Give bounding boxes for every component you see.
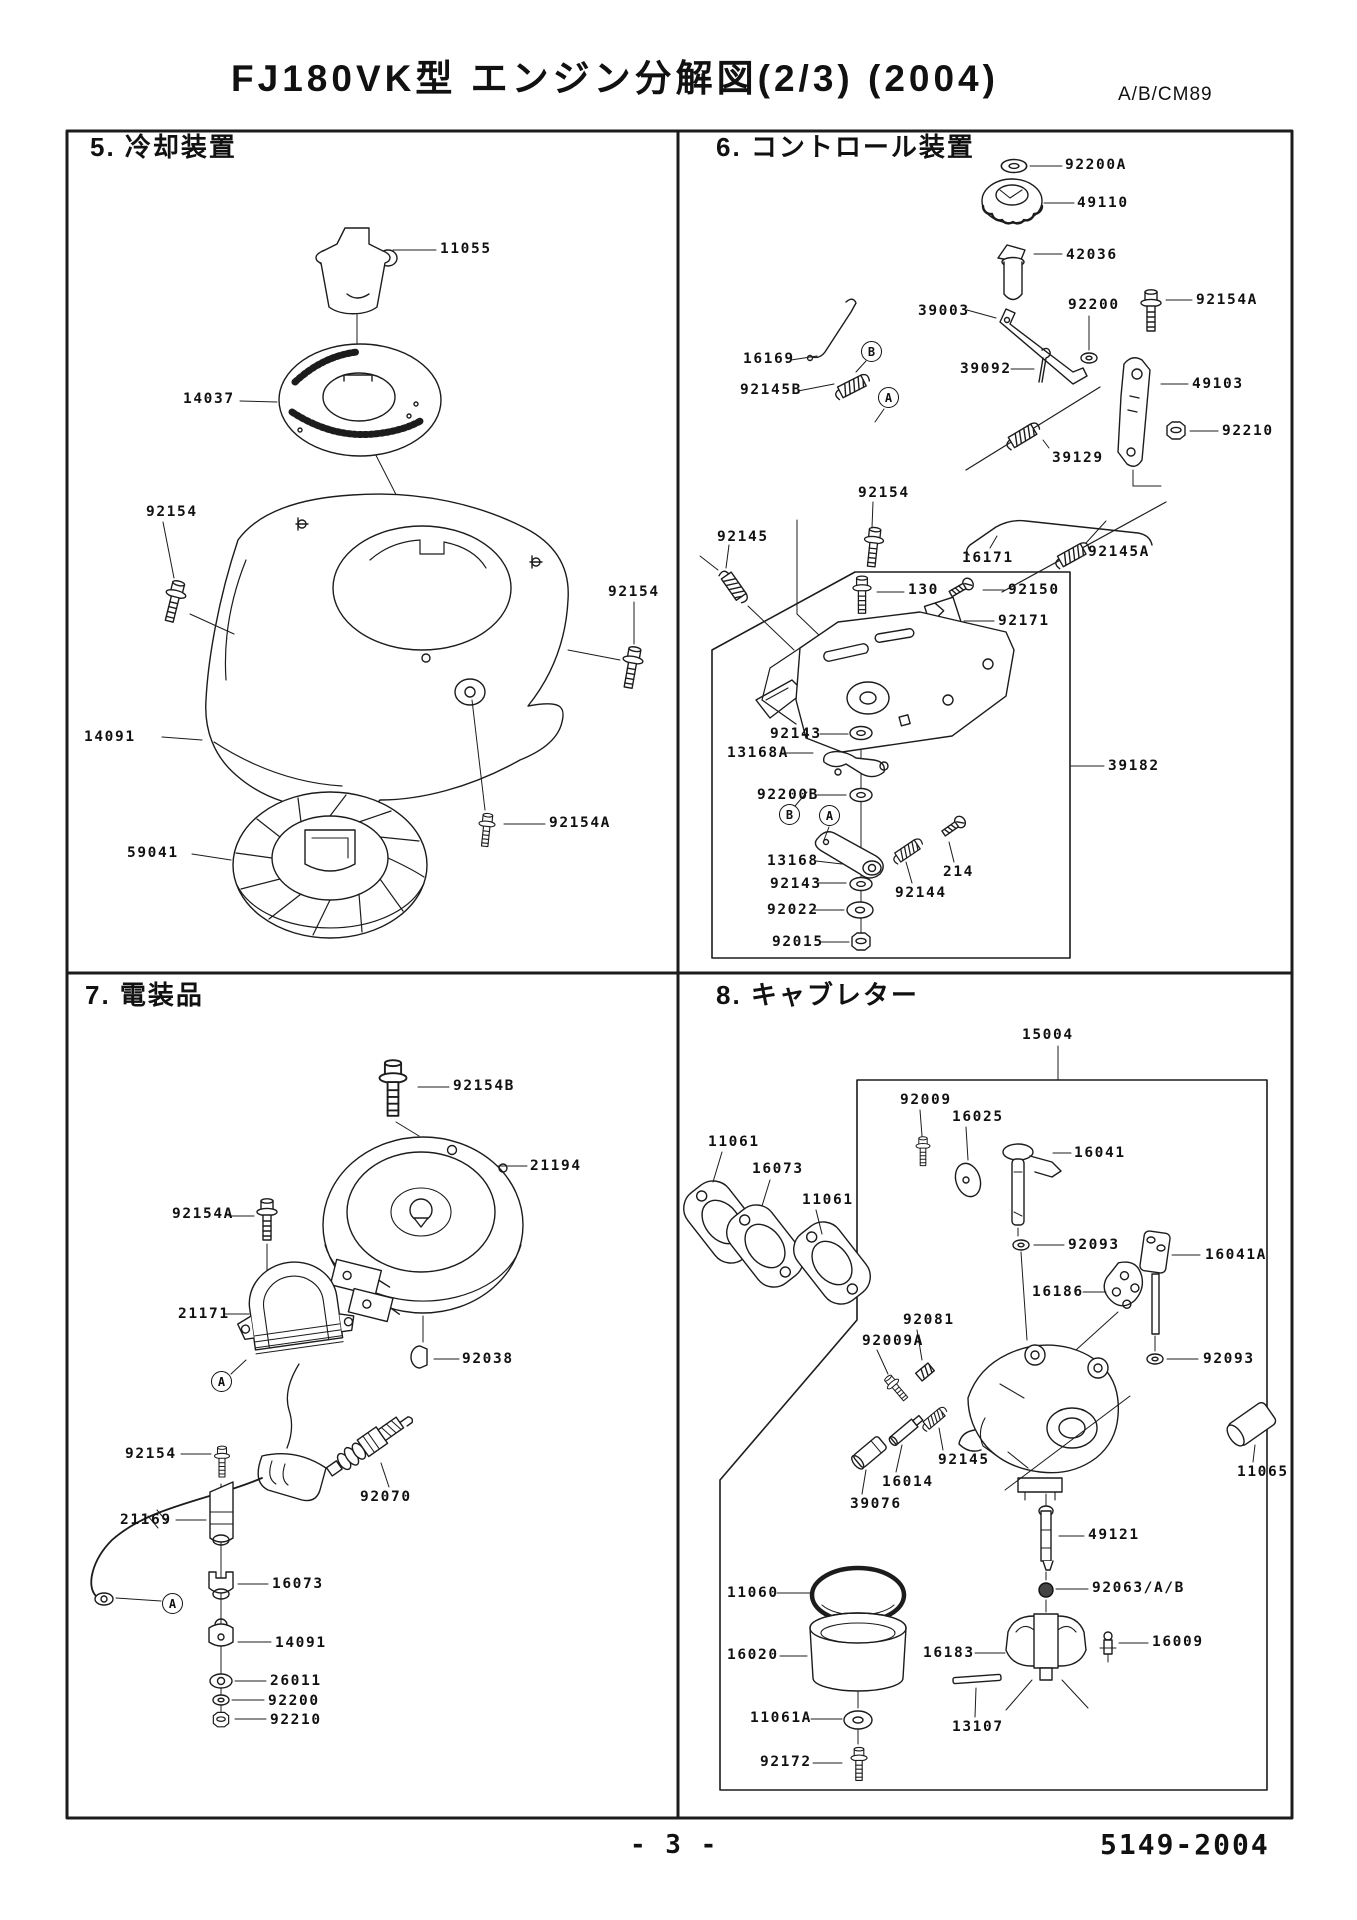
part-label: 16020 [727,1647,779,1663]
part-label: 16183 [923,1645,975,1661]
part-label: 42036 [1066,247,1118,263]
part-label: 92063/A/B [1092,1580,1185,1596]
part-label: 92154 [146,504,198,520]
part-label: 16025 [952,1109,1004,1125]
part-label: 59041 [127,845,179,861]
leaders-carburetor [712,1045,1256,1764]
part-label: 92038 [462,1351,514,1367]
page-title: FJ180VK型 エンジン分解図(2/3) (2004) [231,58,999,99]
part-label: 16014 [882,1474,934,1490]
part-label: 21169 [120,1512,172,1528]
part-label: 92154 [125,1446,177,1462]
part-label: 92210 [270,1712,322,1728]
section-header-carburetor: 8. キャブレター [716,980,919,1010]
part-label: 92022 [767,902,819,918]
leaders-electrical [115,1086,528,1720]
callout-a: A [162,1593,183,1614]
part-label: 39003 [918,303,970,319]
part-label: 92144 [895,885,947,901]
part-label: 16169 [743,351,795,367]
part-label: 92171 [998,613,1050,629]
part-label: 21171 [178,1306,230,1322]
part-label: 92145 [717,529,769,545]
part-label: 92093 [1068,1237,1120,1253]
part-label: 16073 [752,1161,804,1177]
section-header-control: 6. コントロール装置 [716,132,975,162]
section-header-electrical: 7. 電装品 [85,980,204,1010]
part-label: 92150 [1008,582,1060,598]
part-label: 92154B [453,1078,515,1094]
callout-a: A [878,387,899,408]
part-label: 92154 [858,485,910,501]
part-label: 92200B [757,787,819,803]
part-label: 11061 [708,1134,760,1150]
part-label: 214 [943,864,974,880]
part-label: 39129 [1052,450,1104,466]
part-label: 21194 [530,1158,582,1174]
part-label: 92200 [268,1693,320,1709]
part-label: 92081 [903,1312,955,1328]
page-frame [65,129,1294,1820]
part-label: 49110 [1077,195,1129,211]
part-label: 16073 [272,1576,324,1592]
part-label: 92093 [1203,1351,1255,1367]
part-label: 39076 [850,1496,902,1512]
drawing-cooling [158,227,646,939]
part-label: 92154 [608,584,660,600]
doc-number: 5149-2004 [1100,1828,1270,1861]
part-label: 49103 [1192,376,1244,392]
section-header-cooling: 5. 冷却装置 [90,132,237,162]
part-label: 14091 [84,729,136,745]
part-label: 13107 [952,1719,1004,1735]
part-label: 13168 [767,853,819,869]
part-label: 92145 [938,1452,990,1468]
part-label: 92143 [770,876,822,892]
callout-b: B [779,804,800,825]
part-label: 92145B [740,382,802,398]
drawing-carburetor [674,1079,1277,1791]
part-label: 92015 [772,934,824,950]
part-label: 14091 [275,1635,327,1651]
part-label: 92154A [549,815,611,831]
part-label: 16041A [1205,1247,1267,1263]
part-label: 16041 [1074,1145,1126,1161]
callout-a: A [211,1371,232,1392]
leaders-control [725,165,1219,943]
part-label: 11061 [802,1192,854,1208]
part-label: 92210 [1222,423,1274,439]
part-label: 92070 [360,1489,412,1505]
part-label: 92154A [1196,292,1258,308]
part-label: 92154A [172,1206,234,1222]
leaders-cooling [161,249,635,861]
part-label: 39182 [1108,758,1160,774]
callout-a: A [819,805,840,826]
part-label: 11055 [440,241,492,257]
doc-code: A/B/CM89 [1118,84,1213,105]
part-label: 130 [908,582,939,598]
part-label: 15004 [1022,1027,1074,1043]
part-label: 92172 [760,1754,812,1770]
callout-b: B [861,341,882,362]
part-label: 92200A [1065,157,1127,173]
part-label: 26011 [270,1673,322,1689]
part-label: 11060 [727,1585,779,1601]
part-label: 39092 [960,361,1012,377]
part-label: 16171 [962,550,1014,566]
drawing-control [699,158,1186,959]
drawing-electrical [90,1059,524,1728]
part-label: 92009 [900,1092,952,1108]
part-label: 11065 [1237,1464,1289,1480]
part-label: 92009A [862,1333,924,1349]
part-label: 92200 [1068,297,1120,313]
page-number: - 3 - [630,1830,719,1860]
part-label: 11061A [750,1710,812,1726]
part-label: 14037 [183,391,235,407]
part-label: 13168A [727,745,789,761]
part-label: 92143 [770,726,822,742]
part-label: 16009 [1152,1634,1204,1650]
part-label: 16186 [1032,1284,1084,1300]
part-label: 49121 [1088,1527,1140,1543]
part-label: 92145A [1088,544,1150,560]
